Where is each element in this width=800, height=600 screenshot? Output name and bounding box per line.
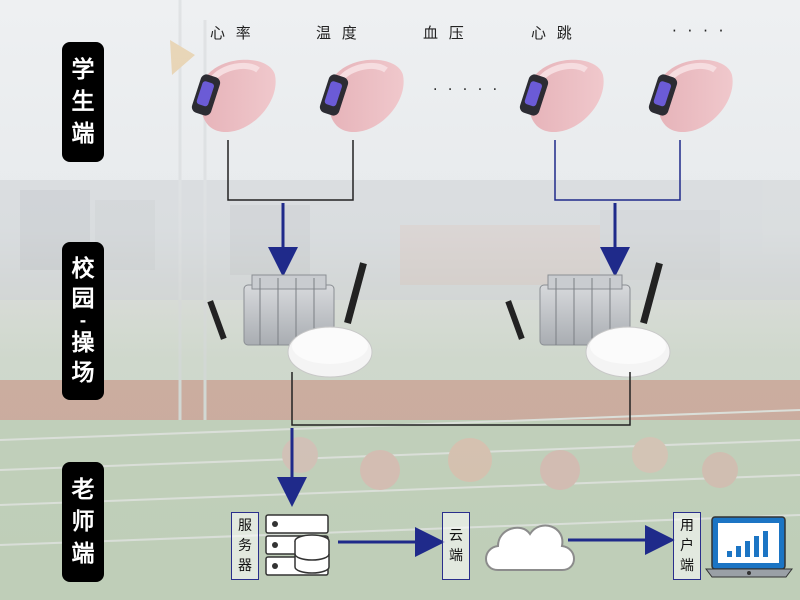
user-label: 用 户 端 — [673, 512, 701, 580]
section-teacher-char: 老 — [71, 477, 95, 503]
section-student-char: 学 — [71, 57, 95, 83]
label-ellipsis-top: · · · · — [672, 22, 727, 40]
label-blood-pressure: 血 压 — [423, 24, 467, 42]
server-icon — [265, 514, 330, 576]
wristband-4 — [648, 59, 733, 133]
gateway-left — [207, 262, 373, 378]
label-more-devices: · · · · · — [433, 82, 501, 98]
section-teacher-char: 师 — [71, 509, 95, 535]
user-label-char: 用 — [680, 518, 694, 534]
section-campus: 校 园 - 操 场 — [62, 242, 104, 400]
wristband-1 — [191, 59, 276, 133]
gateway-right — [505, 262, 671, 378]
connector-right — [554, 140, 681, 201]
wristband-3 — [519, 59, 604, 133]
cloud-label: 云 端 — [442, 512, 470, 580]
section-teacher-char: 端 — [71, 541, 95, 567]
server-label-char: 器 — [238, 558, 252, 574]
wristband-2 — [319, 59, 404, 133]
server-label-char: 务 — [238, 538, 252, 554]
monitor-icon — [705, 516, 793, 578]
label-temperature: 温 度 — [316, 24, 360, 42]
section-teacher: 老 师 端 — [62, 462, 104, 582]
user-label-char: 端 — [680, 558, 694, 574]
section-campus-char: 园 — [71, 286, 95, 312]
cloud-label-char: 云 — [449, 528, 463, 544]
section-campus-char: 操 — [71, 330, 95, 356]
section-student-char: 端 — [71, 121, 95, 147]
cloud-label-char: 端 — [449, 548, 463, 564]
server-label: 服 务 器 — [231, 512, 259, 580]
section-student: 学 生 端 — [62, 42, 104, 162]
cloud-icon — [485, 524, 575, 571]
label-heartbeat: 心 跳 — [531, 24, 575, 42]
connector-left — [227, 140, 354, 201]
section-student-char: 生 — [71, 89, 95, 115]
server-label-char: 服 — [238, 518, 252, 534]
section-campus-char: - — [79, 311, 87, 330]
connector-gateways-to-server — [291, 372, 631, 426]
section-campus-char: 场 — [71, 360, 95, 386]
label-heart-rate: 心 率 — [210, 24, 254, 42]
user-label-char: 户 — [680, 538, 694, 554]
section-campus-char: 校 — [71, 256, 95, 282]
